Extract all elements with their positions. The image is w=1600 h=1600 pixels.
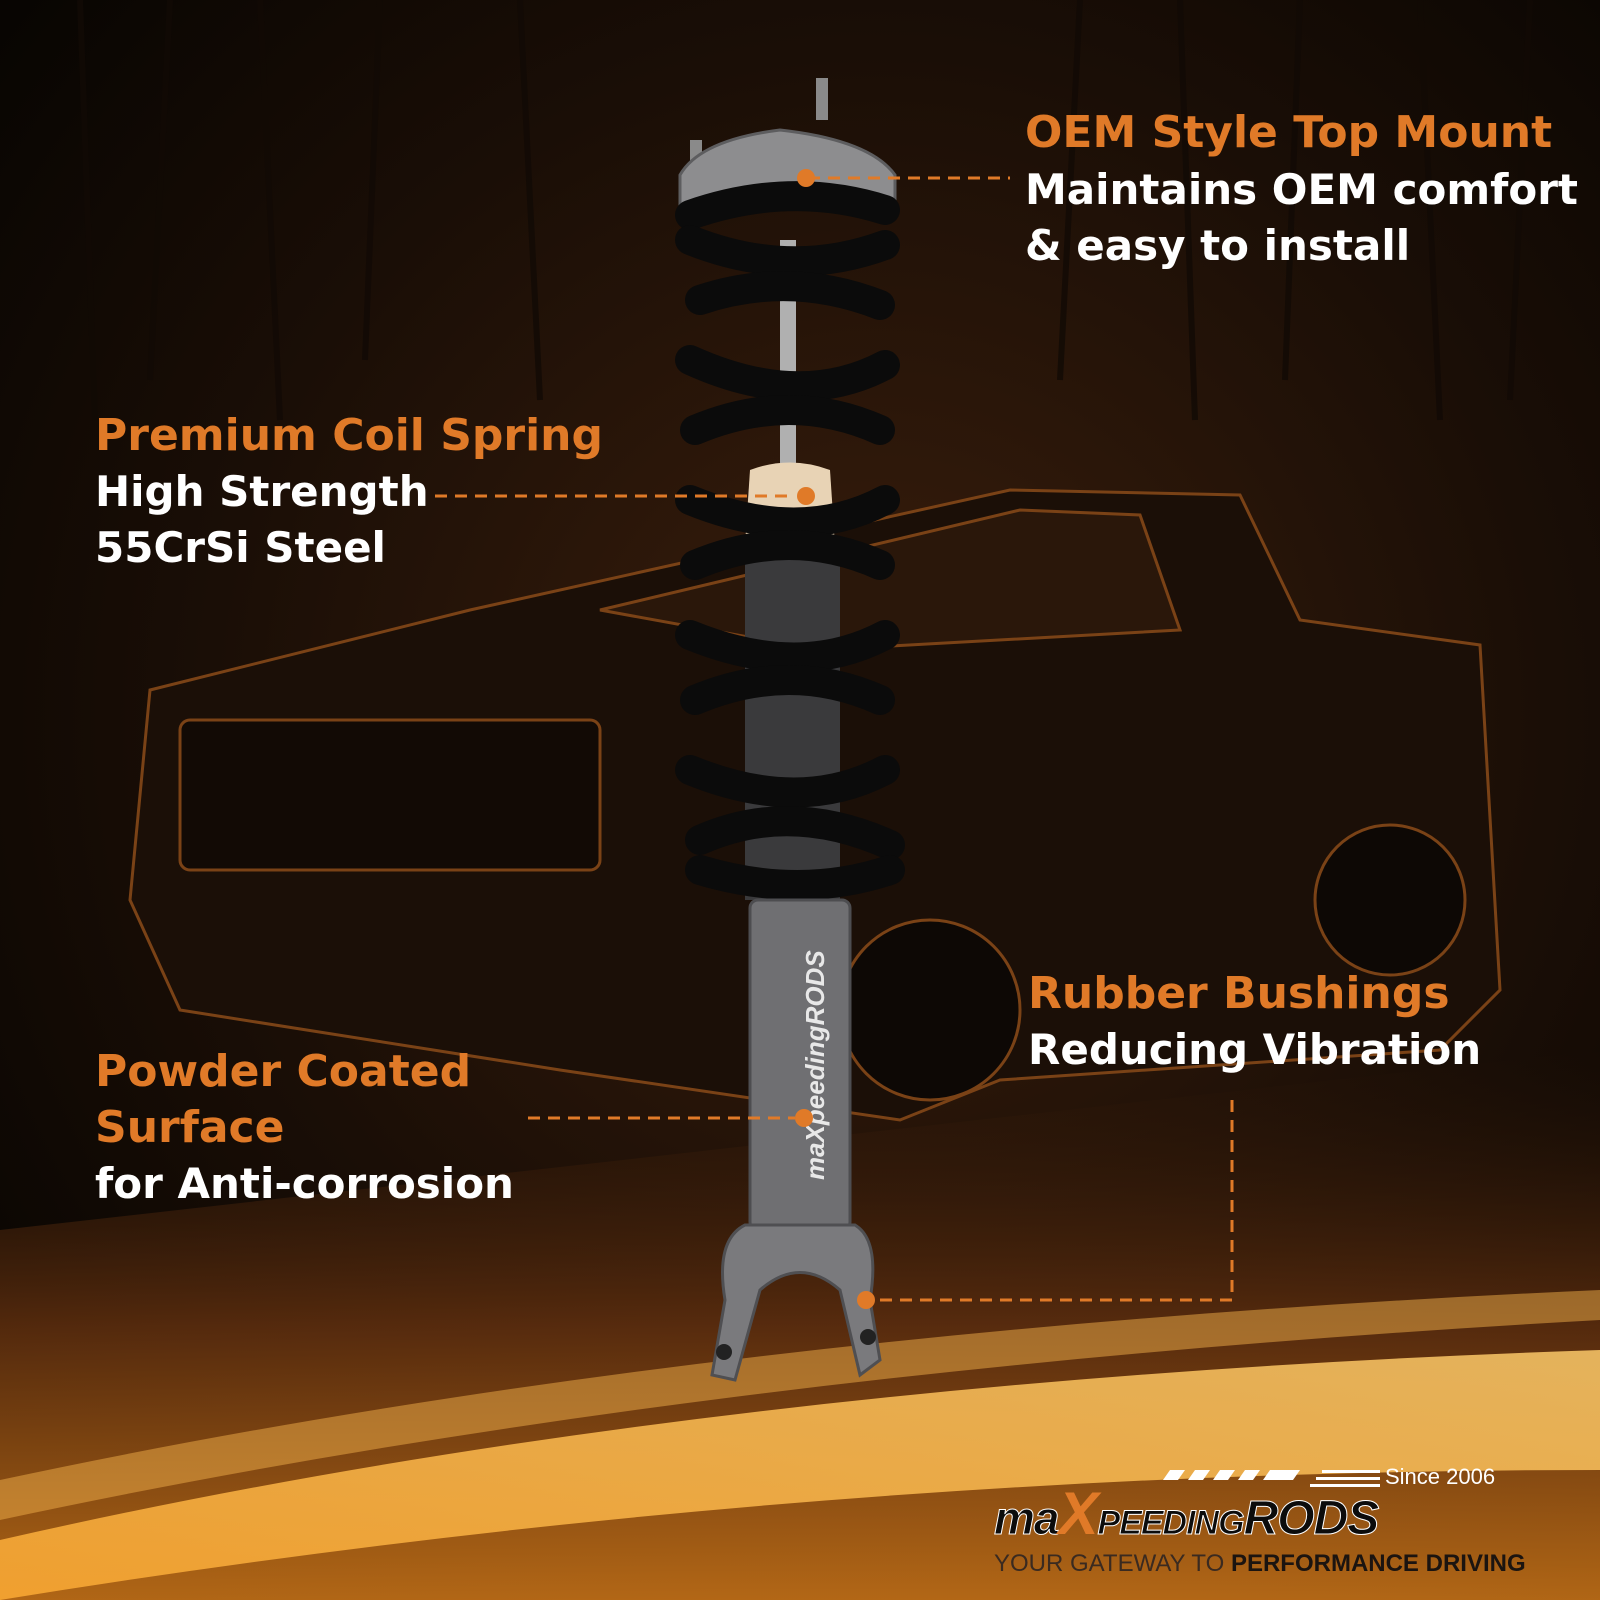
logo-word-ma: ma [993,1492,1059,1545]
light-streak [0,1350,1600,1600]
callout-leaders [435,176,1234,1302]
coil-spring-dot [797,487,815,505]
coil-spring [675,181,905,900]
top-mount-desc-line2: & easy to install [1025,221,1411,270]
bushings-leader [870,1100,1234,1302]
light-streak-2 [0,1290,1600,1520]
tagline-part-2: PERFORMANCE DRIVING [1230,1550,1526,1577]
top-mount-dot [797,169,815,187]
coil-spring-desc-line1: High Strength [95,467,429,516]
coating-desc-line1: for Anti-corrosion [95,1159,514,1208]
logo-word-peeding: PEEDING [1097,1504,1245,1543]
logo-word-x: X [1058,1480,1098,1547]
coating-title-line1: Powder Coated [95,1046,472,1097]
top-mount-title: OEM Style Top Mount [1025,107,1553,158]
top-mount-desc-line1: Maintains OEM comfort [1025,165,1579,214]
logo-checkered-stripes [1163,1470,1380,1487]
callout-dots [795,169,875,1309]
coil-spring-title: Premium Coil Spring [95,410,603,461]
tagline-part-1: YOUR GATEWAY TO [994,1550,1231,1577]
shock-brand-print: maXpeedingRODS [800,950,830,1180]
coating-dot [795,1109,813,1127]
logo-word-rods: RODS [1243,1492,1380,1546]
coating-title-line2: Surface [95,1102,285,1153]
logo-since-year: Since 2006 [1385,1464,1496,1489]
coil-spring-desc-line2: 55CrSi Steel [95,523,386,572]
brand-logo: maXPEEDINGRODS [993,1484,1380,1558]
bushings-title: Rubber Bushings [1028,968,1450,1019]
tree-silhouettes [77,0,1533,421]
shock-body-upper [745,545,840,900]
lower-fork-mount [710,1223,882,1382]
brand-tagline: YOUR GATEWAY TO PERFORMANCE DRIVING [994,1550,1526,1578]
bushings-desc-line1: Reducing Vibration [1028,1025,1482,1074]
bushings-dot [857,1291,875,1309]
